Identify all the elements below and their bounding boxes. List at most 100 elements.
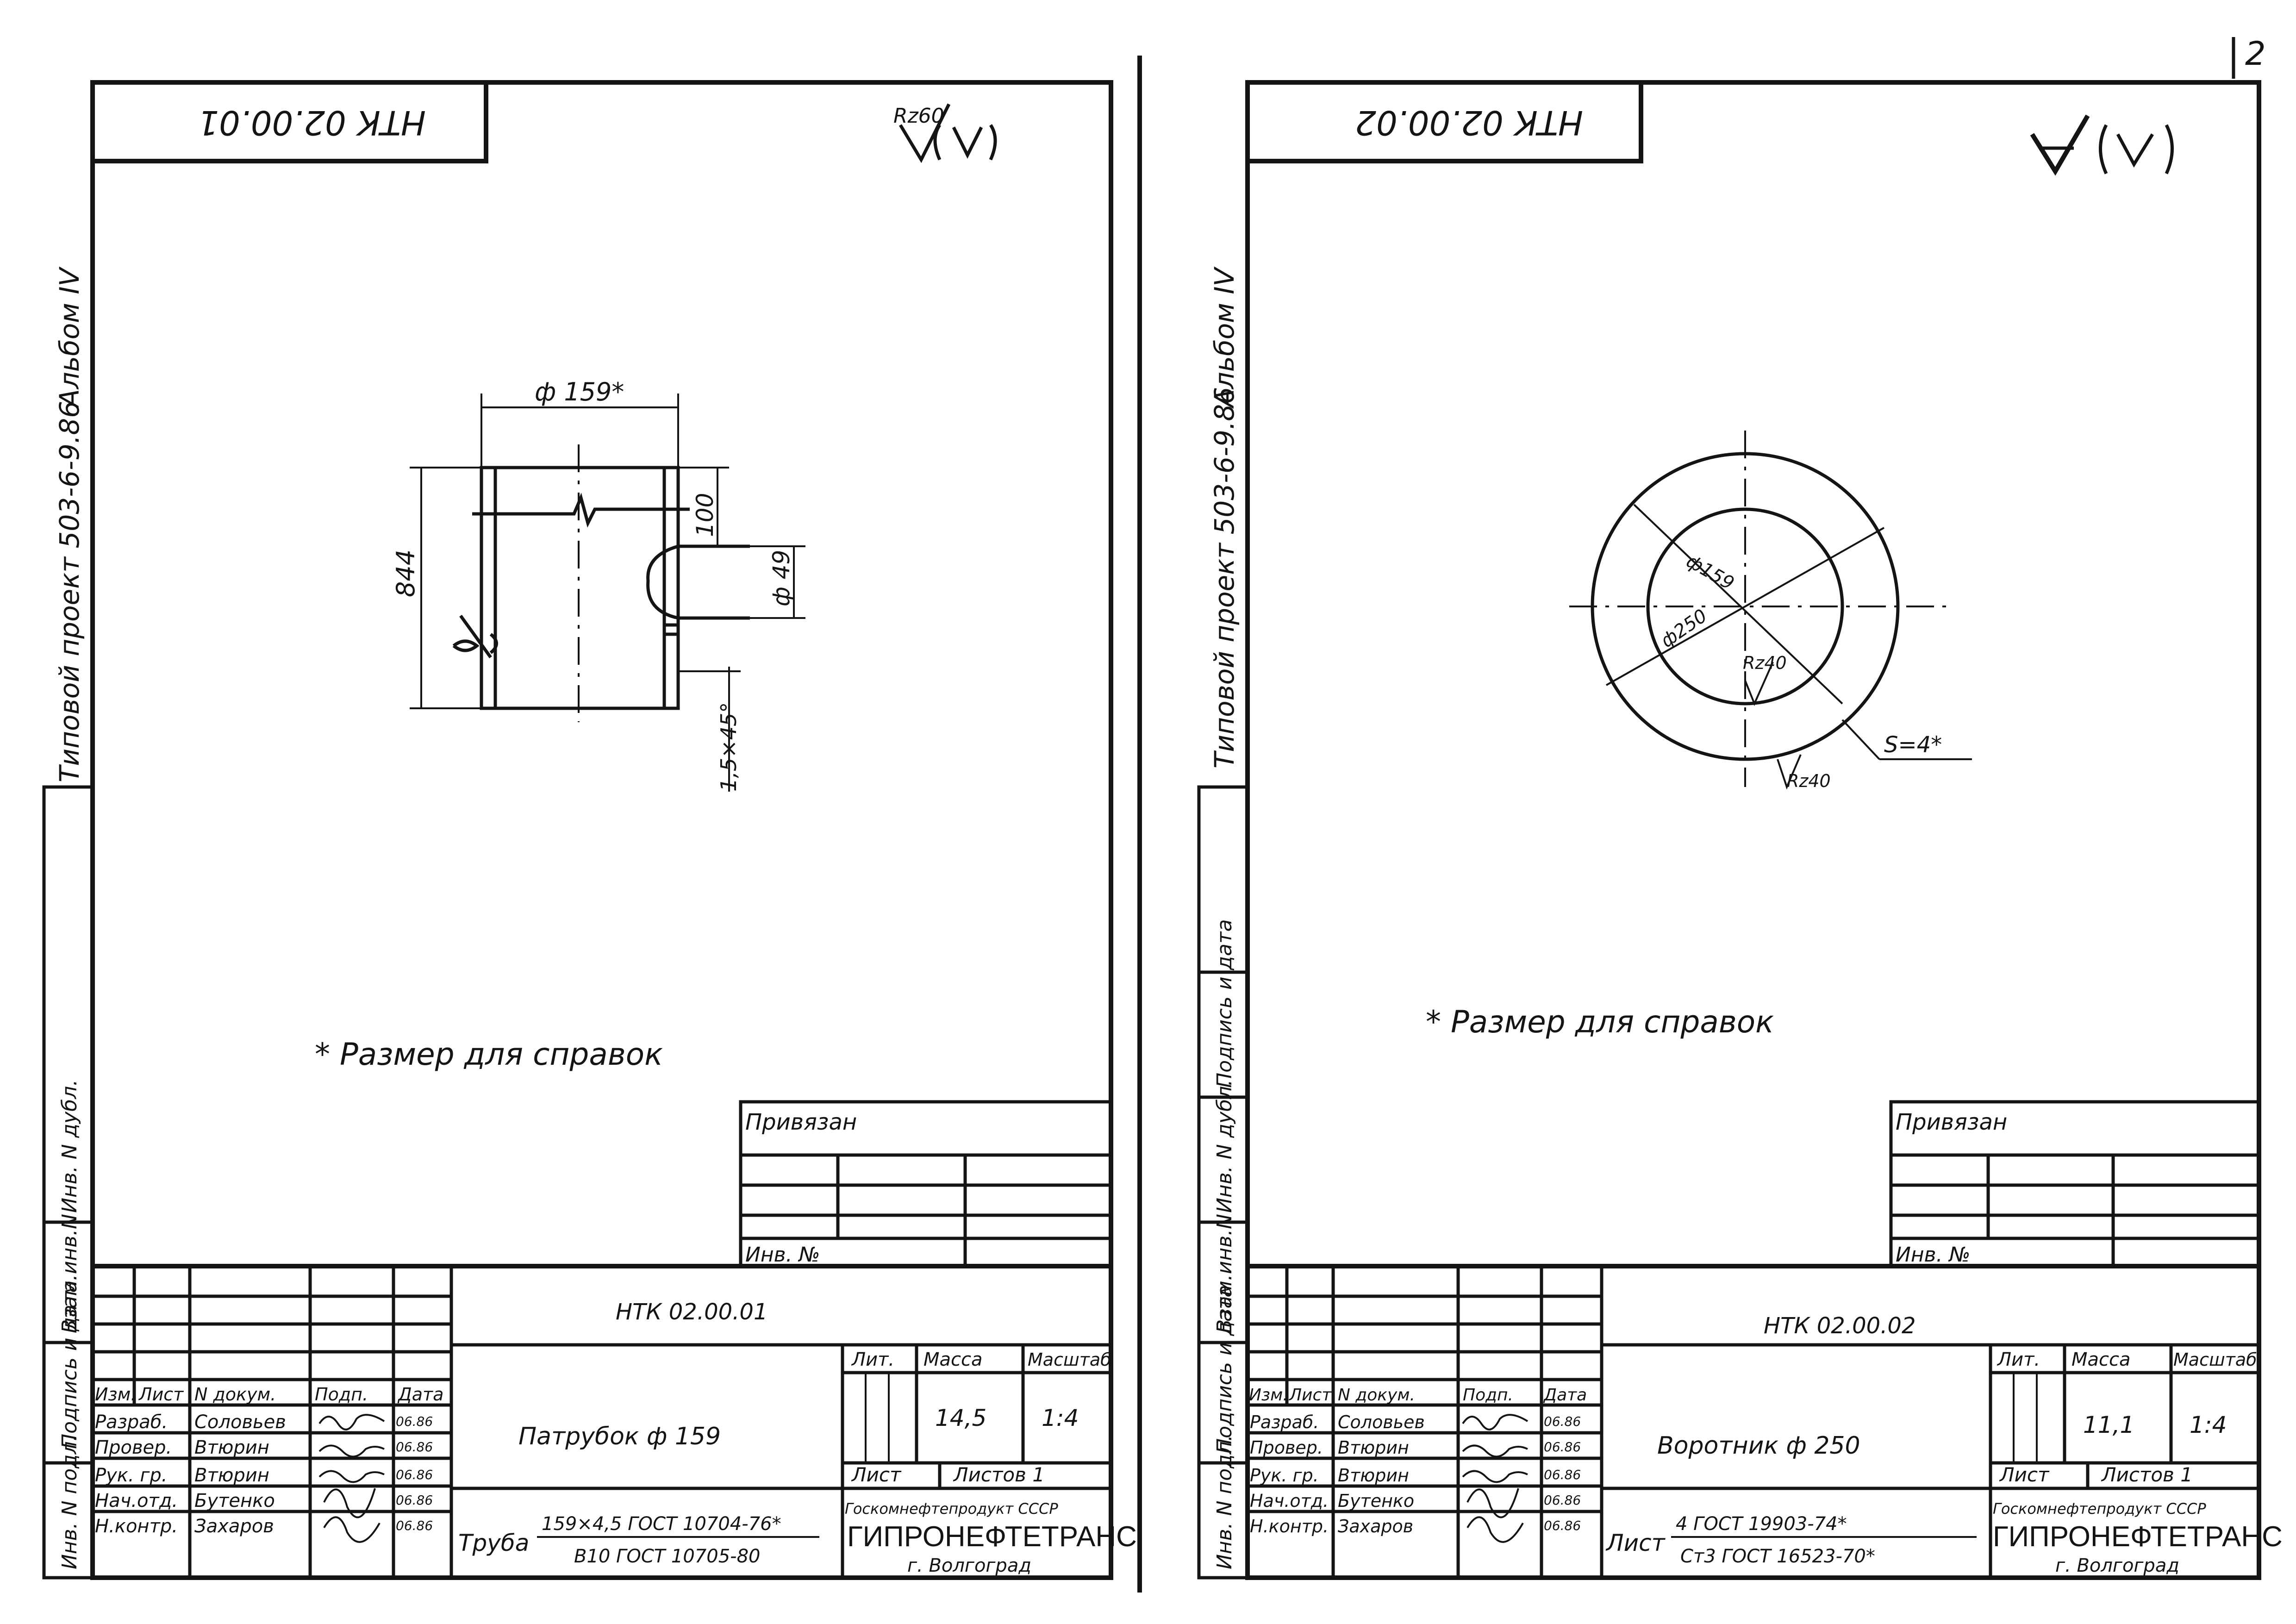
hdr-scale-right: Масштаб xyxy=(2173,1349,2257,1370)
album-text-left: Альбом IV xyxy=(54,266,85,409)
org-city-right: г. Волгоград xyxy=(2055,1555,2179,1576)
name-left-4: Бутенко xyxy=(194,1490,275,1512)
signature-scribble-r2 xyxy=(1462,1444,1528,1458)
material-prefix-right: Лист xyxy=(1605,1530,1666,1556)
part-name-left: Патрубок ф 159 xyxy=(518,1423,721,1450)
side-col-right-5: Подпись и дата xyxy=(1213,919,1236,1088)
side-col-right-4: Инв. N дубл. xyxy=(1213,1080,1236,1213)
side-col-left-1: Инв. N подл. xyxy=(58,1435,81,1569)
scale-left: 1:4 xyxy=(1042,1405,1079,1431)
dim-thickness-right: S=4* xyxy=(1884,732,1942,758)
hdr-sheets-left: Листов 1 xyxy=(953,1463,1045,1486)
roughness-outer-right: Rz40 xyxy=(1787,771,1831,791)
hdr-mass-right: Масса xyxy=(2071,1349,2131,1370)
side-col-right-1: Инв. N подл. xyxy=(1213,1435,1236,1569)
name-left-1: Соловьев xyxy=(194,1412,286,1433)
date-right-1: 06.86 xyxy=(1544,1414,1581,1429)
hdr-izm-right: Изм. xyxy=(1249,1386,1288,1405)
name-right-1: Соловьев xyxy=(1338,1412,1425,1432)
side-col-right-3: Взам.инв.N xyxy=(1213,1214,1236,1333)
org-ministry-left: Госкомнефтепродукт СССР xyxy=(845,1500,1058,1518)
hdr-scale-left: Масштаб xyxy=(1028,1349,1111,1370)
code-mirrored-right: НТК 02.00.02 xyxy=(1355,103,1583,142)
hdr-izm-left: Изм. xyxy=(95,1384,136,1405)
part-name-right: Воротник ф 250 xyxy=(1657,1432,1860,1460)
dim-branch-left: ф 49 xyxy=(768,550,795,606)
hdr-doc-left: N докум. xyxy=(194,1384,276,1405)
material-bottom-left: В10 ГОСТ 10705-80 xyxy=(574,1546,760,1567)
name-left-3: Втюрин xyxy=(194,1465,269,1486)
hdr-lit-left: Лит. xyxy=(851,1349,894,1370)
name-right-3: Втюрин xyxy=(1338,1465,1409,1486)
roughness-symbol-right xyxy=(2030,114,2174,176)
role-left-2: Провер. xyxy=(95,1437,172,1458)
hdr-sign-left: Подп. xyxy=(315,1384,368,1405)
hdr-list-left: Лист xyxy=(138,1384,184,1405)
date-left-1: 06.86 xyxy=(396,1414,433,1429)
role-right-5: Н.контр. xyxy=(1250,1516,1329,1537)
material-top-right: 4 ГОСТ 19903-74* xyxy=(1676,1513,1847,1535)
dim-offset-left: 100 xyxy=(692,493,718,537)
signature-scribble-r3 xyxy=(1462,1470,1528,1483)
material-prefix-left: Труба xyxy=(458,1530,529,1556)
name-left-2: Втюрин xyxy=(194,1437,269,1458)
org-city-left: г. Волгоград xyxy=(907,1555,1031,1576)
dim-outer-diameter-right: ф250 xyxy=(1657,605,1711,652)
date-left-2: 06.86 xyxy=(396,1439,433,1455)
mass-right: 11,1 xyxy=(2083,1412,2134,1438)
part-drawing-right: ф159 ф250 Rz40 Rz40 S=4* xyxy=(1569,431,1972,791)
role-left-5: Н.контр. xyxy=(95,1516,178,1537)
code-mirrored-left: НТК 02.00.01 xyxy=(198,103,426,142)
note-left: * Размер для справок xyxy=(315,1037,663,1072)
hdr-sign-right: Подп. xyxy=(1463,1386,1513,1405)
hdr-date-left: Дата xyxy=(397,1384,443,1405)
name-right-2: Втюрин xyxy=(1338,1437,1409,1458)
part-drawing-left: ф 159* 844 100 ф 49 1,5×45° xyxy=(391,377,805,792)
material-bottom-right: Ст3 ГОСТ 16523-70* xyxy=(1680,1546,1875,1567)
code-left: НТК 02.00.01 xyxy=(616,1299,768,1325)
org-ministry-right: Госкомнефтепродукт СССР xyxy=(1993,1500,2206,1518)
scale-right: 1:4 xyxy=(2190,1412,2227,1438)
hdr-sheets-right: Листов 1 xyxy=(2101,1463,2193,1486)
page-number: 2 xyxy=(2245,35,2266,73)
side-col-right-2: Подпись и дата xyxy=(1213,1285,1236,1454)
inv-no-left: Инв. № xyxy=(745,1243,820,1267)
dim-outer-diameter-left: ф 159* xyxy=(535,377,624,406)
signature-scribble-r1 xyxy=(1462,1414,1529,1430)
role-left-1: Разраб. xyxy=(95,1412,168,1433)
mass-left: 14,5 xyxy=(935,1405,986,1431)
signature-scribble-2 xyxy=(318,1444,385,1458)
date-left-3: 06.86 xyxy=(396,1467,433,1482)
hdr-lit-right: Лит. xyxy=(1997,1349,2040,1370)
title-block-right: НТК 02.00.02 Изм. Лист N докум. Подп. Да… xyxy=(1245,1264,2283,1580)
name-right-5: Захаров xyxy=(1338,1516,1413,1537)
side-col-left-4: Инв. N дубл. xyxy=(58,1080,81,1213)
material-top-left: 159×4,5 ГОСТ 10704-76* xyxy=(542,1513,781,1535)
hdr-sheet-right: Лист xyxy=(1999,1463,2050,1486)
dim-length-left: 844 xyxy=(391,550,420,597)
dim-inner-diameter-right: ф159 xyxy=(1683,550,1738,594)
name-left-5: Захаров xyxy=(194,1516,274,1537)
date-left-4: 06.86 xyxy=(396,1493,433,1508)
signature-scribble-r4 xyxy=(1466,1488,1519,1518)
name-right-4: Бутенко xyxy=(1338,1491,1414,1511)
date-right-3: 06.86 xyxy=(1544,1467,1581,1482)
role-right-1: Разраб. xyxy=(1250,1412,1319,1432)
stamp-text-right: Типовой проект 503-6-9.86 xyxy=(1209,387,1240,768)
dim-chamfer-left: 1,5×45° xyxy=(716,702,741,792)
role-right-4: Нач.отд. xyxy=(1250,1491,1329,1511)
album-text-right: Альбом IV xyxy=(1209,266,1240,409)
role-right-3: Рук. гр. xyxy=(1250,1465,1319,1486)
hdr-mass-left: Масса xyxy=(923,1349,983,1370)
hdr-doc-right: N докум. xyxy=(1338,1386,1415,1405)
inv-no-right: Инв. № xyxy=(1896,1243,1970,1267)
side-col-left-3: Взам.инв.N xyxy=(58,1214,81,1333)
signature-scribble-4 xyxy=(323,1488,376,1518)
privyazan-right: Привязан xyxy=(1896,1109,2007,1135)
sheet-left: Типовой проект 503-6-9.86 Альбом IV Инв.… xyxy=(42,80,1137,1580)
signature-scribble-3 xyxy=(318,1470,385,1483)
hdr-date-right: Дата xyxy=(1543,1386,1587,1405)
date-right-2: 06.86 xyxy=(1544,1439,1581,1455)
date-right-4: 06.86 xyxy=(1544,1493,1581,1508)
